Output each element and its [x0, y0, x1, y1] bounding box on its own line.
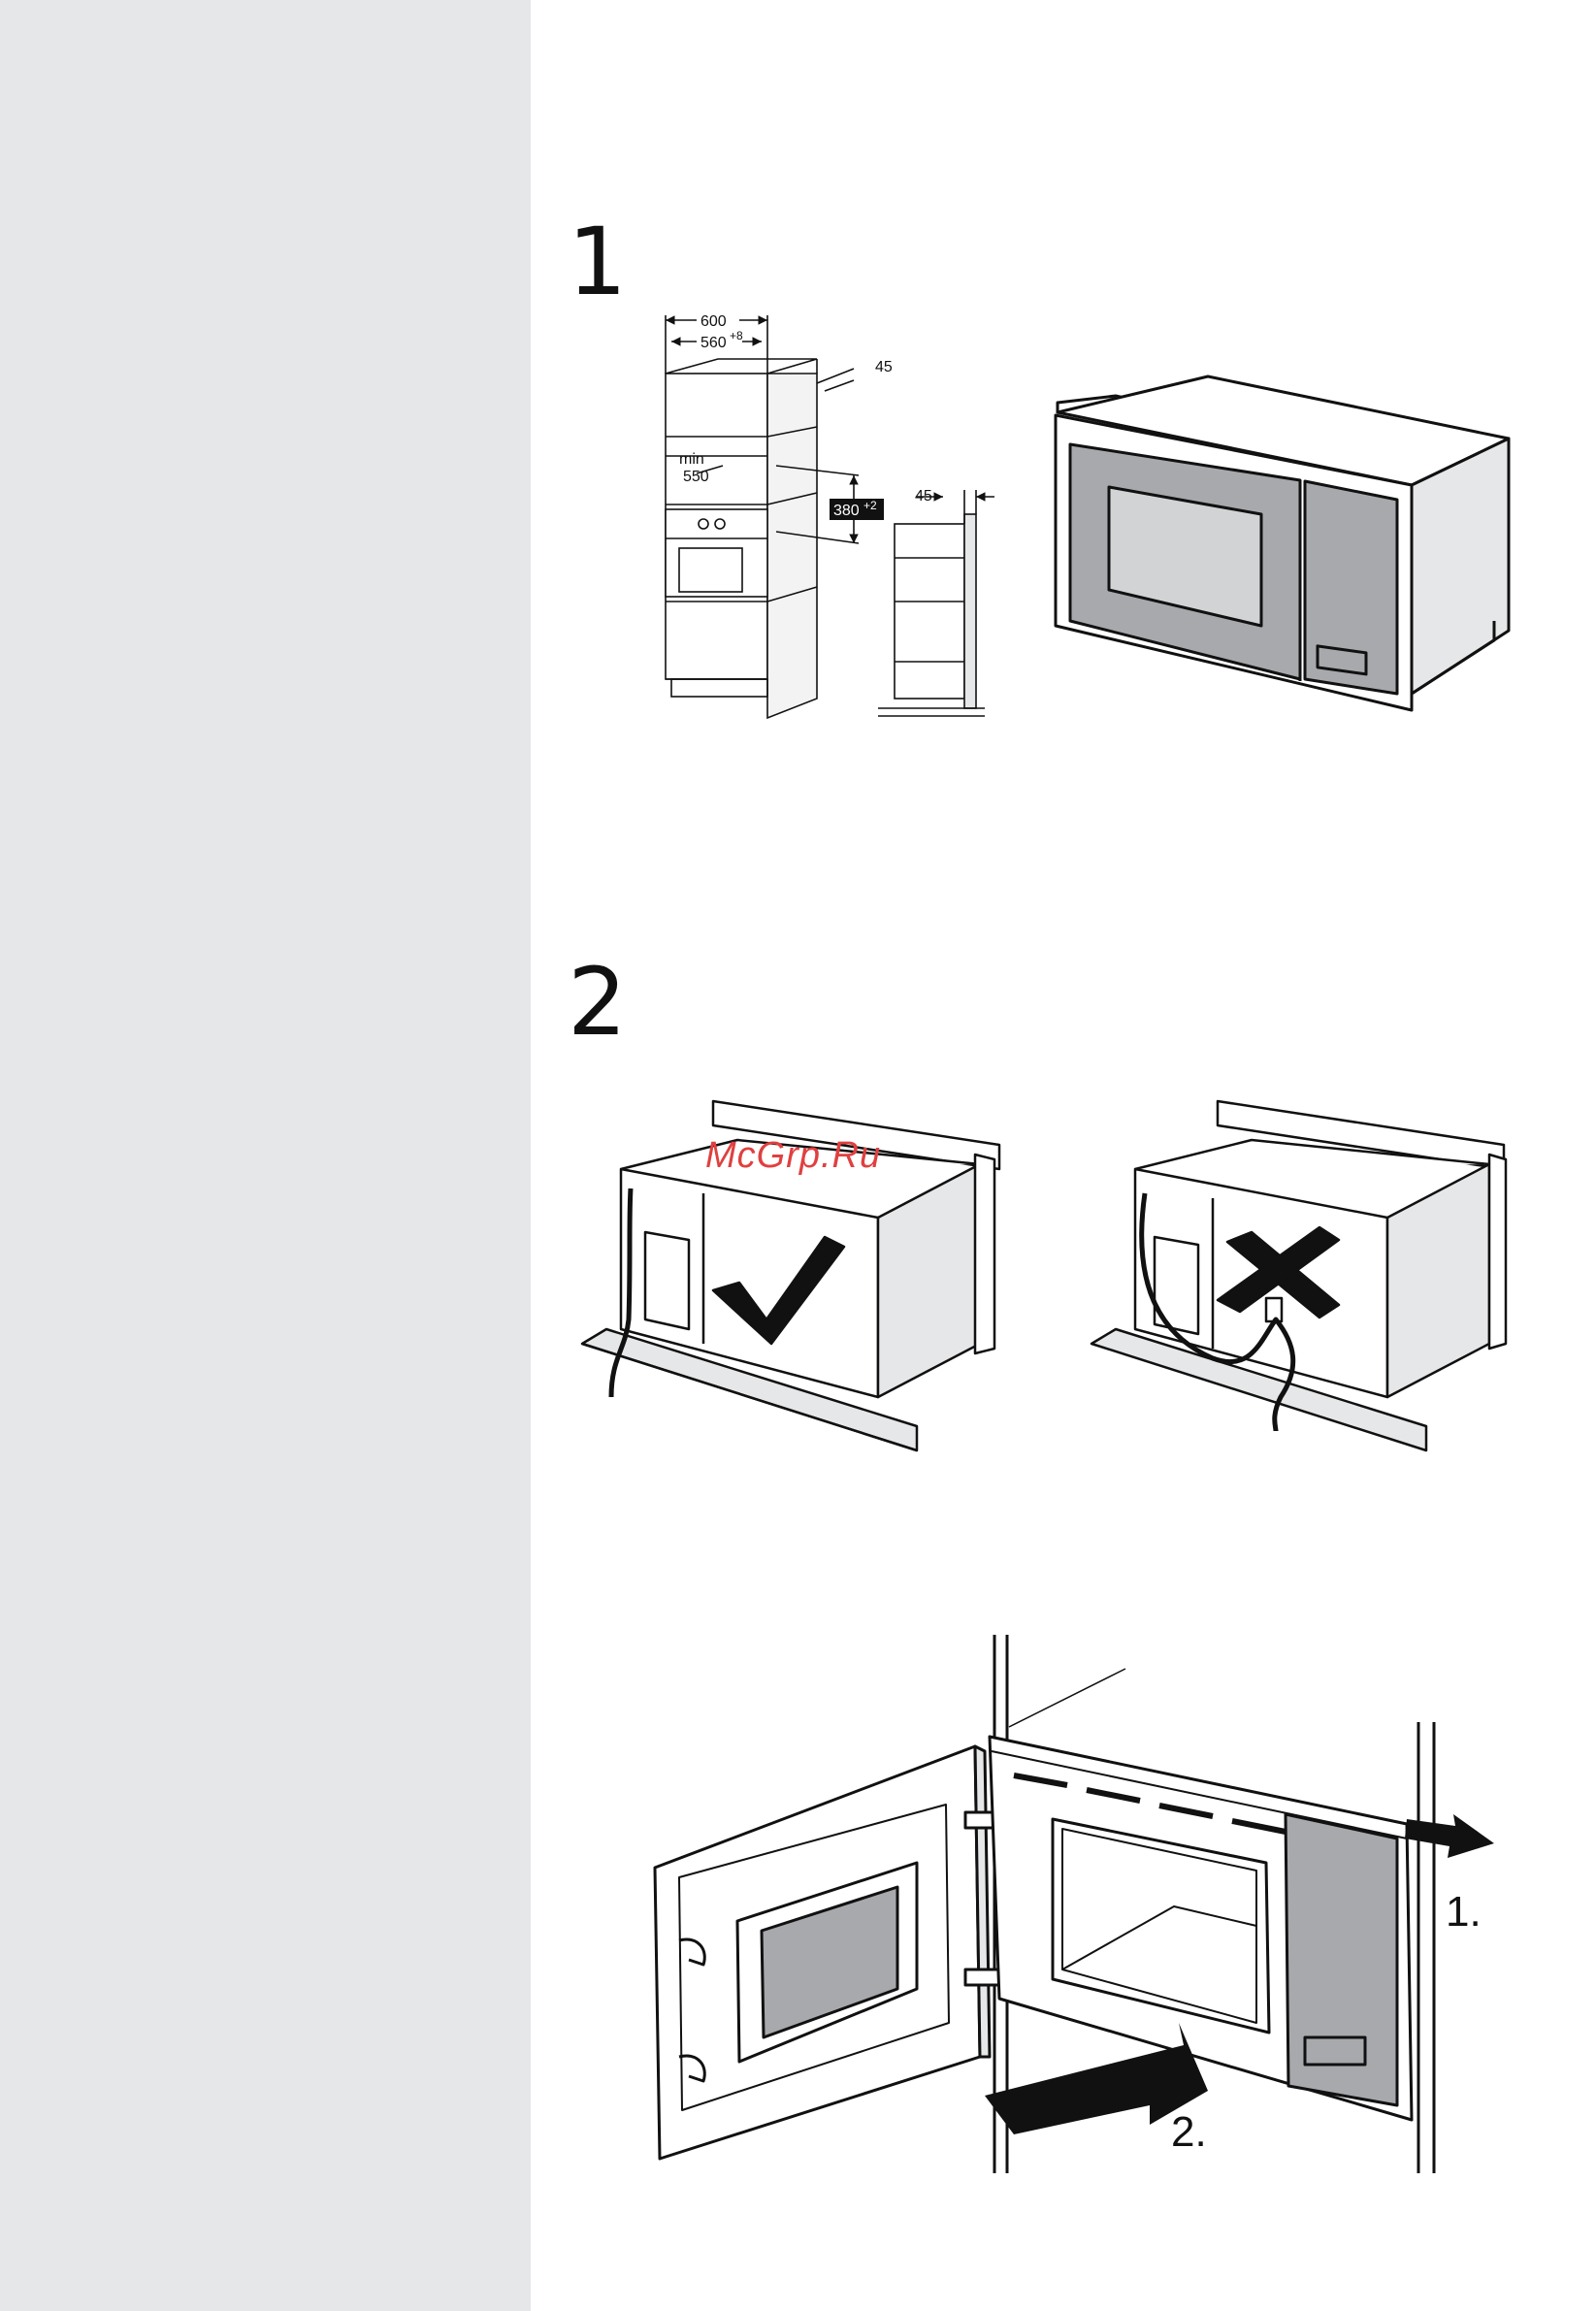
built-in-microwave — [1056, 376, 1509, 710]
cable-routing-incorrect — [1091, 1101, 1506, 1450]
dim-45-top: 45 — [875, 359, 893, 375]
dim-min-label: min — [679, 451, 704, 468]
callout-1: 1. — [1446, 1888, 1482, 1936]
dim-380: 380 — [833, 503, 860, 519]
dim-560-tolerance: +8 — [730, 329, 743, 342]
dim-560: 560 — [700, 335, 727, 351]
callout-2: 2. — [1171, 2108, 1207, 2156]
door-open-installation — [655, 1635, 1494, 2173]
dim-380-tolerance: +2 — [863, 499, 877, 512]
watermark-text: McGrp.Ru — [705, 1135, 881, 1177]
dim-45-side: 45 — [915, 488, 932, 505]
dim-600: 600 — [700, 313, 727, 330]
dim-550: 550 — [683, 469, 709, 485]
